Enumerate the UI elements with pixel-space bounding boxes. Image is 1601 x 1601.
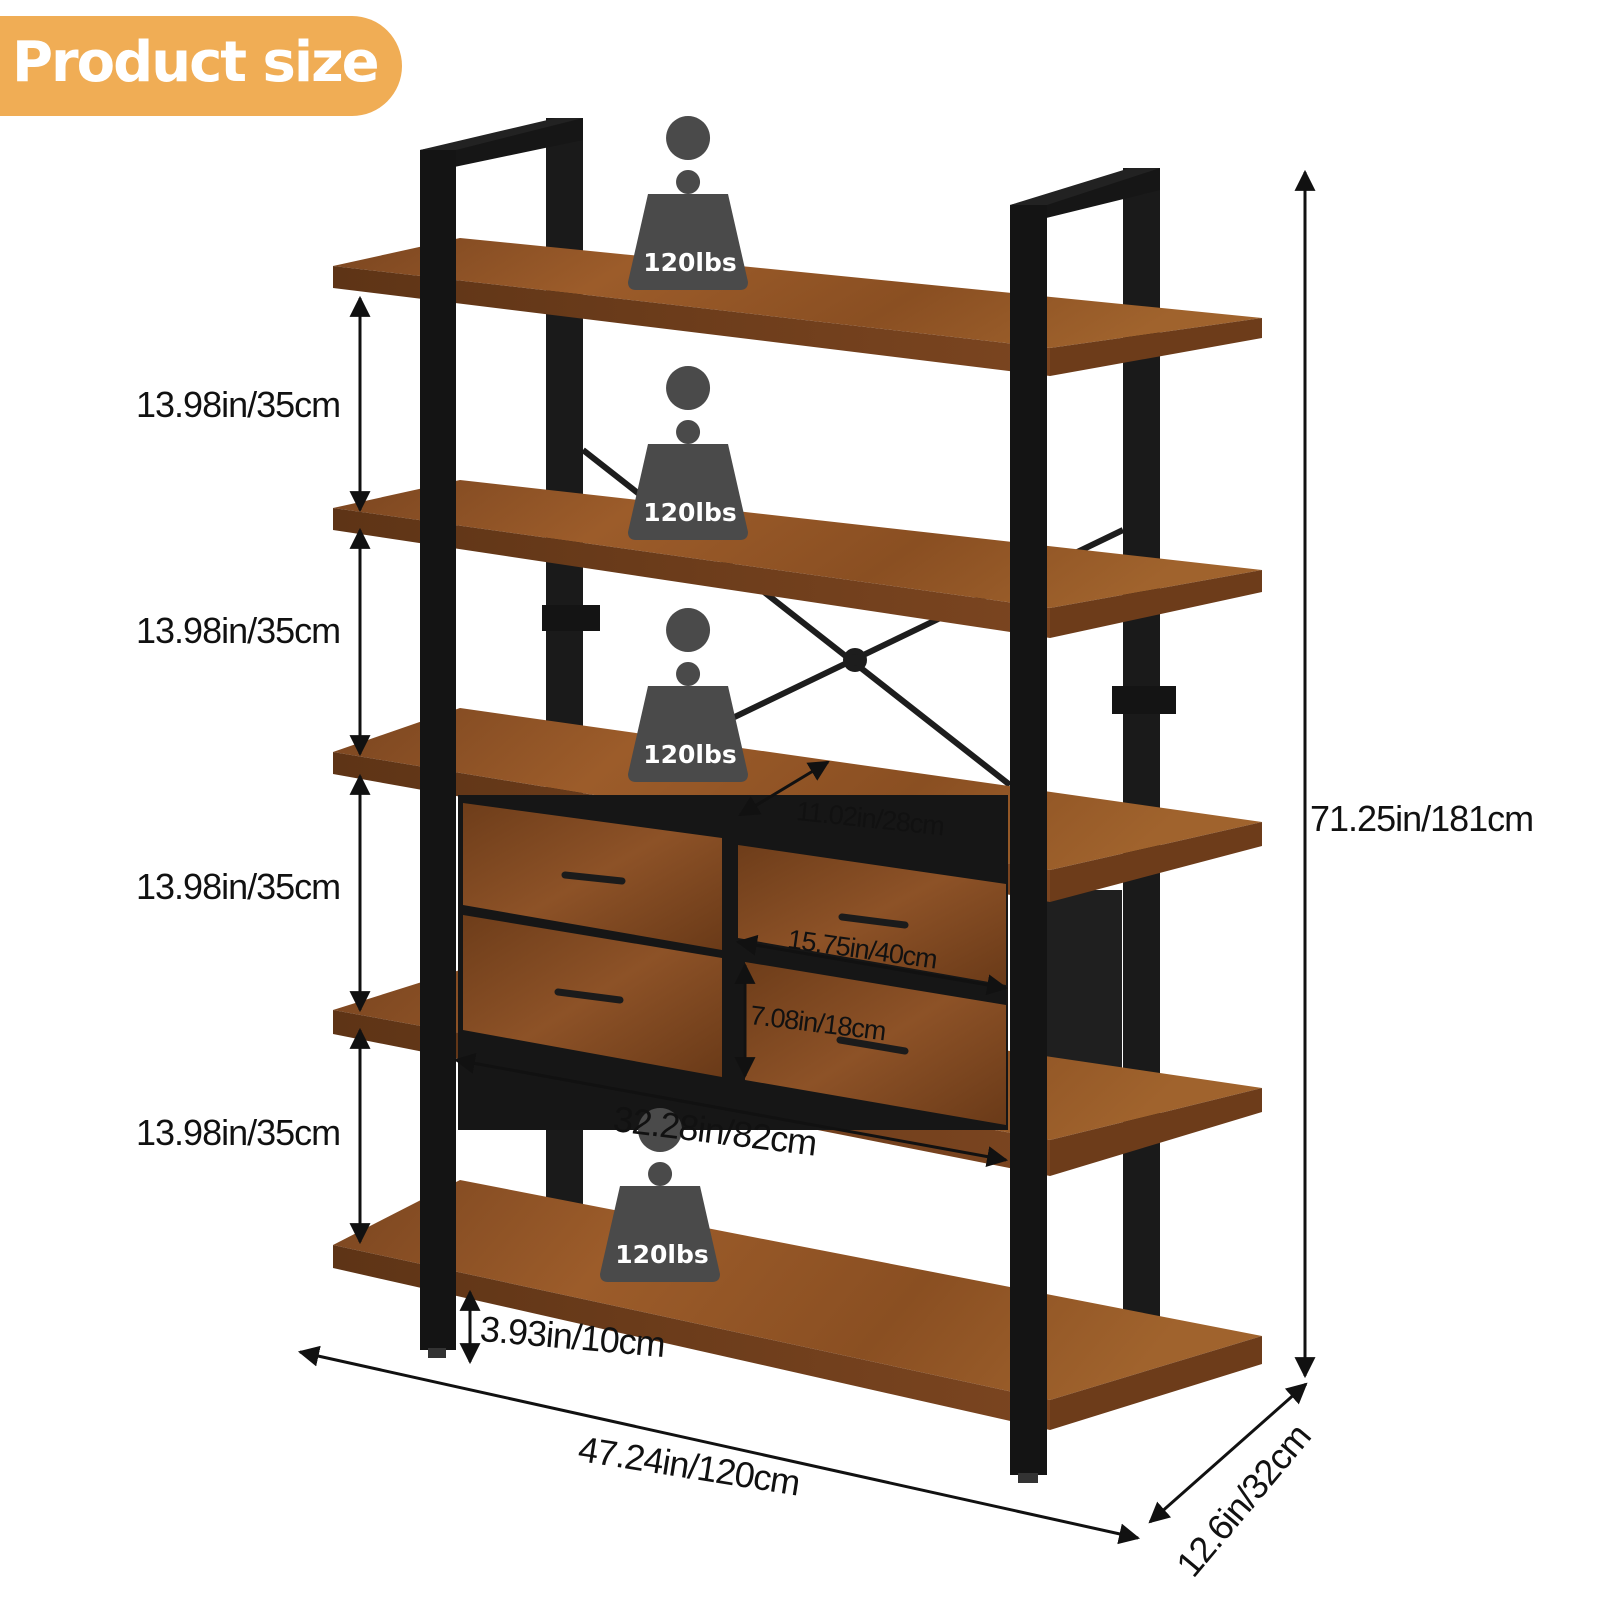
shelf-1: [333, 238, 1262, 376]
weight-label-1: 120lbs: [643, 248, 737, 277]
weight-icon-2: 120lbs: [628, 366, 748, 540]
front-frame: [420, 118, 1176, 1483]
product-size-badge: Product size: [0, 16, 402, 116]
shelf-gap-label-4: 13.98in/35cm: [136, 1112, 341, 1153]
weight-label-2: 120lbs: [643, 498, 737, 527]
shelf-gap-label-1: 13.98in/35cm: [136, 384, 341, 425]
badge-title: Product size: [12, 30, 380, 95]
shelf-gap-label-2: 13.98in/35cm: [136, 610, 341, 651]
shelf-5: [333, 1180, 1262, 1430]
dimension-arrows: [297, 169, 1316, 1545]
weight-label-4: 120lbs: [615, 1240, 709, 1269]
weight-icon-1: 120lbs: [628, 116, 748, 290]
drawer-handles: [554, 871, 909, 1055]
weight-label-3: 120lbs: [643, 740, 737, 769]
shelf-2: [333, 480, 1262, 638]
shelf-gap-label-3: 13.98in/35cm: [136, 866, 341, 907]
total-height-label: 71.25in/181cm: [1310, 798, 1534, 839]
weight-icon-3: 120lbs: [628, 608, 748, 782]
